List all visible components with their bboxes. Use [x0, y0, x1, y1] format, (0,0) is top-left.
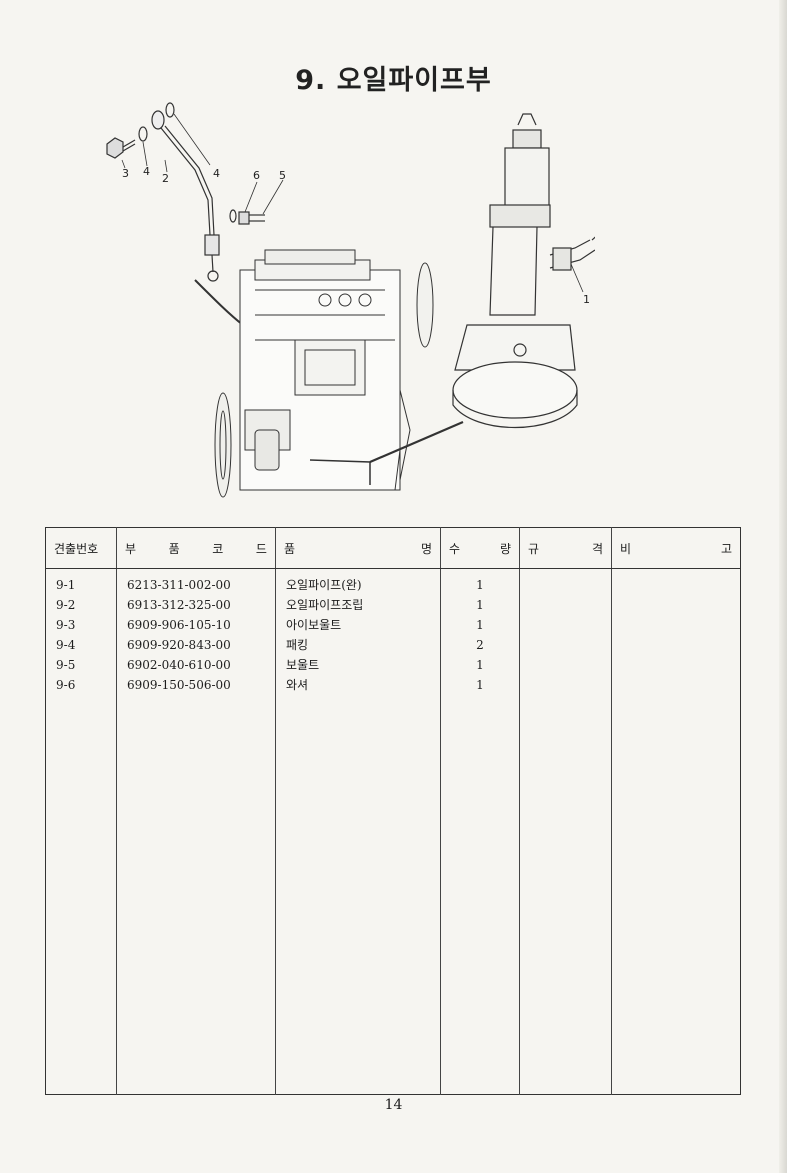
- item-no-cell: 9-2: [56, 598, 76, 612]
- column-part-code: 6213-311-002-00 6913-312-325-00 6909-906…: [116, 568, 276, 1095]
- spec-cell: [530, 575, 601, 595]
- header-part-name: 품 명: [275, 527, 441, 569]
- callout-leaders: [121, 113, 584, 293]
- remarks-cell: [622, 675, 730, 695]
- bolt-3-drawing: [106, 137, 136, 159]
- page-title: 9. 오일파이프부: [295, 65, 492, 96]
- oil-pump-assembly-drawing: [452, 113, 595, 428]
- item-no-cell: 9-4: [56, 638, 76, 652]
- table-header-row: 견출번호 부 품 코 드 품 명 수 량: [45, 527, 741, 569]
- quantity-cell: 1: [476, 678, 484, 692]
- callout-3: 3: [122, 167, 129, 180]
- washer-4b-drawing: [165, 102, 175, 118]
- header-remarks: 비 고: [611, 527, 741, 569]
- column-spec: [519, 568, 612, 1095]
- quantity-cell: 1: [476, 658, 484, 672]
- callout-6: 6: [253, 169, 260, 182]
- washer-4a-drawing: [138, 126, 148, 142]
- part-code-cell: 6909-920-843-00: [127, 638, 231, 652]
- callout-4a: 4: [143, 165, 150, 178]
- callout-2: 2: [162, 172, 169, 185]
- engine-assembly-drawing: [194, 249, 464, 498]
- part-name-cell: 아이보울트: [286, 618, 342, 632]
- column-item-no: 9-1 9-2 9-3 9-4 9-5 9-6: [45, 568, 117, 1095]
- header-part-code: 부 품 코 드: [116, 527, 276, 569]
- part-code-cell: 6902-040-610-00: [127, 658, 231, 672]
- item-no-cell: 9-1: [56, 578, 76, 592]
- part-name-cell: 오일파이프조립: [286, 598, 364, 612]
- spec-cell: [530, 635, 601, 655]
- part-code-cell: 6213-311-002-00: [127, 578, 231, 592]
- part-code-cell: 6909-906-105-10: [127, 618, 231, 632]
- spec-cell: [530, 655, 601, 675]
- spec-cell: [530, 615, 601, 635]
- item-no-cell: 9-5: [56, 658, 76, 672]
- quantity-cell: 1: [476, 618, 484, 632]
- part-code-cell: 6909-150-506-00: [127, 678, 231, 692]
- quantity-cell: 2: [476, 638, 484, 652]
- callout-4b: 4: [213, 167, 220, 180]
- remarks-cell: [622, 635, 730, 655]
- spec-cell: [530, 675, 601, 695]
- washer-6-drawing: [229, 209, 237, 223]
- remarks-cell: [622, 615, 730, 635]
- part-name-cell: 보울트: [286, 658, 320, 672]
- spec-cell: [530, 595, 601, 615]
- bolt-5-drawing: [238, 211, 265, 225]
- column-part-name: 오일파이프(완) 오일파이프조립 아이보울트 패킹 보울트 와셔: [275, 568, 441, 1095]
- part-code-cell: 6913-312-325-00: [127, 598, 231, 612]
- callout-1: 1: [583, 293, 590, 306]
- parts-list-table: 견출번호 부 품 코 드 품 명 수 량: [45, 527, 741, 1095]
- column-quantity: 1 1 1 2 1 1: [440, 568, 520, 1095]
- part-name-cell: 패킹: [286, 638, 309, 652]
- header-item-no: 견출번호: [45, 527, 117, 569]
- callout-5: 5: [279, 169, 286, 182]
- column-remarks: [612, 569, 741, 1095]
- page-number: 14: [384, 1097, 403, 1113]
- table-body-row: 9-1 9-2 9-3 9-4 9-5 9-6 6213-311-002-00 …: [45, 568, 741, 1095]
- quantity-cell: 1: [476, 578, 484, 592]
- item-no-cell: 9-6: [56, 678, 76, 692]
- header-quantity: 수 량: [440, 527, 520, 569]
- oil-pipe-2-drawing: [151, 110, 220, 282]
- quantity-cell: 1: [476, 598, 484, 612]
- part-name-cell: 오일파이프(완): [286, 578, 362, 592]
- exploded-parts-diagram: 3 4 2 4 6 5 1: [95, 100, 595, 500]
- page-edge: [779, 0, 787, 1173]
- remarks-cell: [622, 595, 730, 615]
- remarks-cell: [622, 655, 730, 675]
- remarks-cell: [622, 575, 730, 595]
- part-name-cell: 와셔: [286, 678, 309, 692]
- header-spec: 규 격: [519, 527, 612, 569]
- diagram-svg: 3 4 2 4 6 5 1: [106, 102, 595, 498]
- item-no-cell: 9-3: [56, 618, 76, 632]
